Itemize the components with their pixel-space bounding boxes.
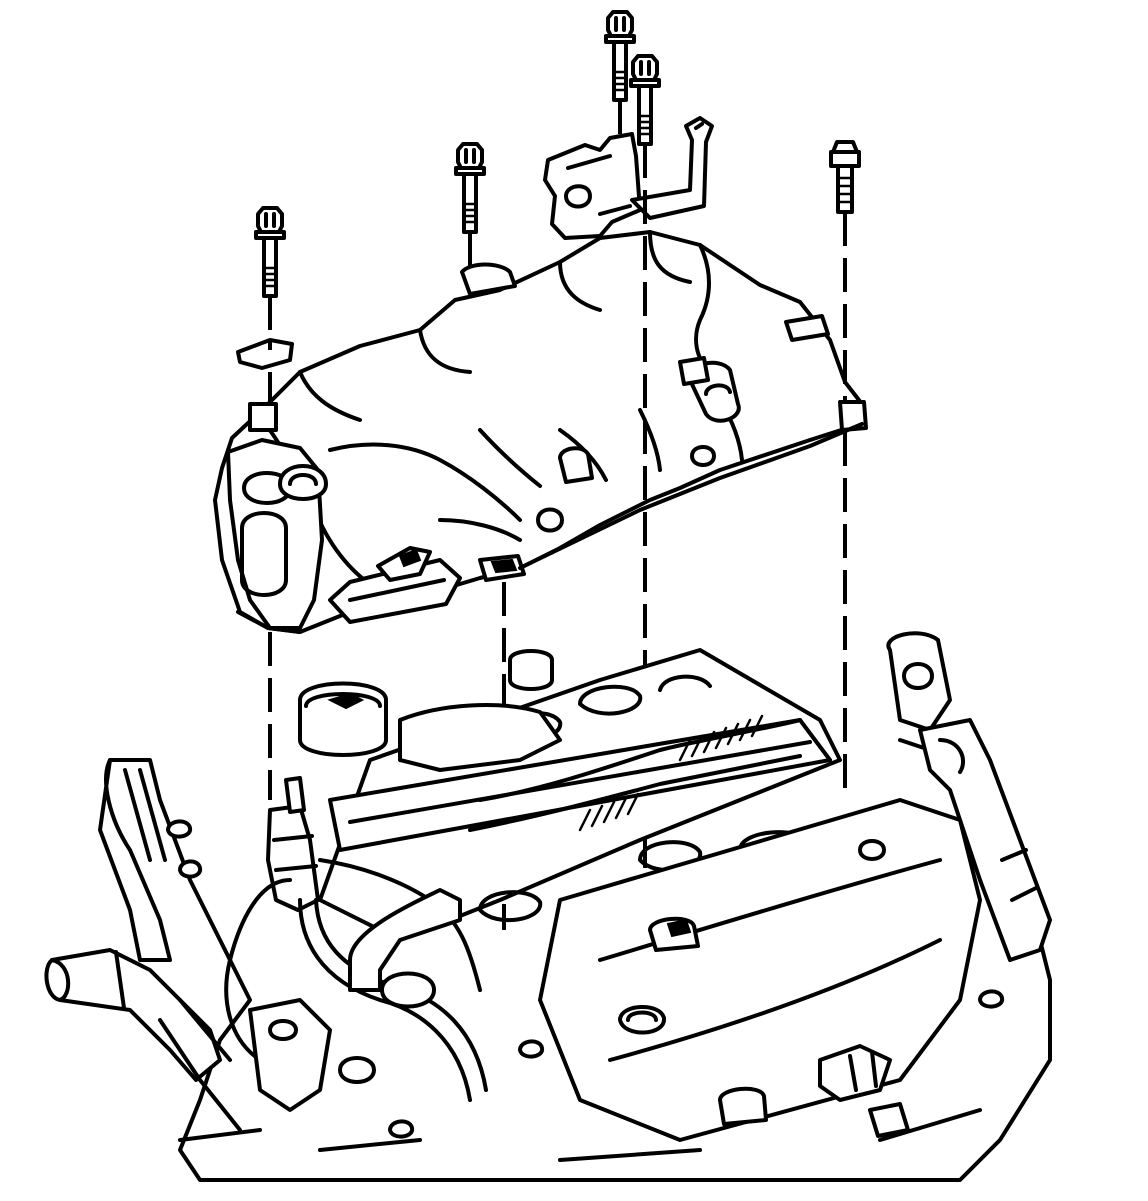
engine-assembly: [44, 631, 1052, 1182]
upper-intake-manifold: [213, 230, 868, 634]
bracket: [543, 116, 714, 240]
bolt-2: [454, 142, 486, 234]
bolt-1: [254, 206, 286, 298]
bolt-4: [629, 54, 661, 146]
stud-6: [829, 140, 861, 214]
